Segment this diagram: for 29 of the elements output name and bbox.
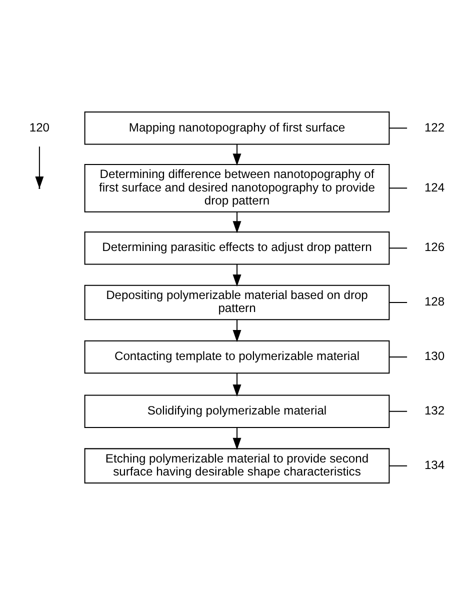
arrow xyxy=(35,146,44,189)
node-box: Contacting template to polymerizable material xyxy=(84,340,390,374)
node-text: 130 xyxy=(424,349,445,364)
node-box: Mapping nanotopography of first surface xyxy=(84,112,390,145)
arrow xyxy=(232,320,242,342)
arrow xyxy=(232,144,242,166)
connector xyxy=(389,302,408,304)
node-text: 134 xyxy=(424,458,445,472)
node-text: 128 xyxy=(424,294,445,309)
connector xyxy=(389,188,408,189)
node-text: 120 xyxy=(29,120,50,134)
node-box: Depositing polymerizable material based on drop pattern xyxy=(84,284,390,320)
node-text: 126 xyxy=(424,240,445,254)
arrow xyxy=(232,264,242,287)
arrow xyxy=(232,212,242,234)
connector xyxy=(389,356,408,358)
node-box: Etching polymerizable material to provide second surface having desirable shape characteristics xyxy=(84,448,390,484)
node-text: 124 xyxy=(424,180,445,194)
node-box: Determining parasitic effects to adjust drop pattern xyxy=(84,231,390,265)
node-text: 122 xyxy=(424,120,445,134)
arrow xyxy=(232,373,242,397)
arrow xyxy=(232,428,242,450)
connector xyxy=(389,248,408,249)
connector xyxy=(389,465,408,466)
node-box: Determining difference between nanotopography of first surface and desired nanotopography to provide drop pattern xyxy=(84,164,390,212)
node-text: 132 xyxy=(424,404,445,418)
connector xyxy=(389,410,408,412)
node-box: Solidifying polymerizable material xyxy=(84,394,390,428)
connector xyxy=(389,128,408,129)
